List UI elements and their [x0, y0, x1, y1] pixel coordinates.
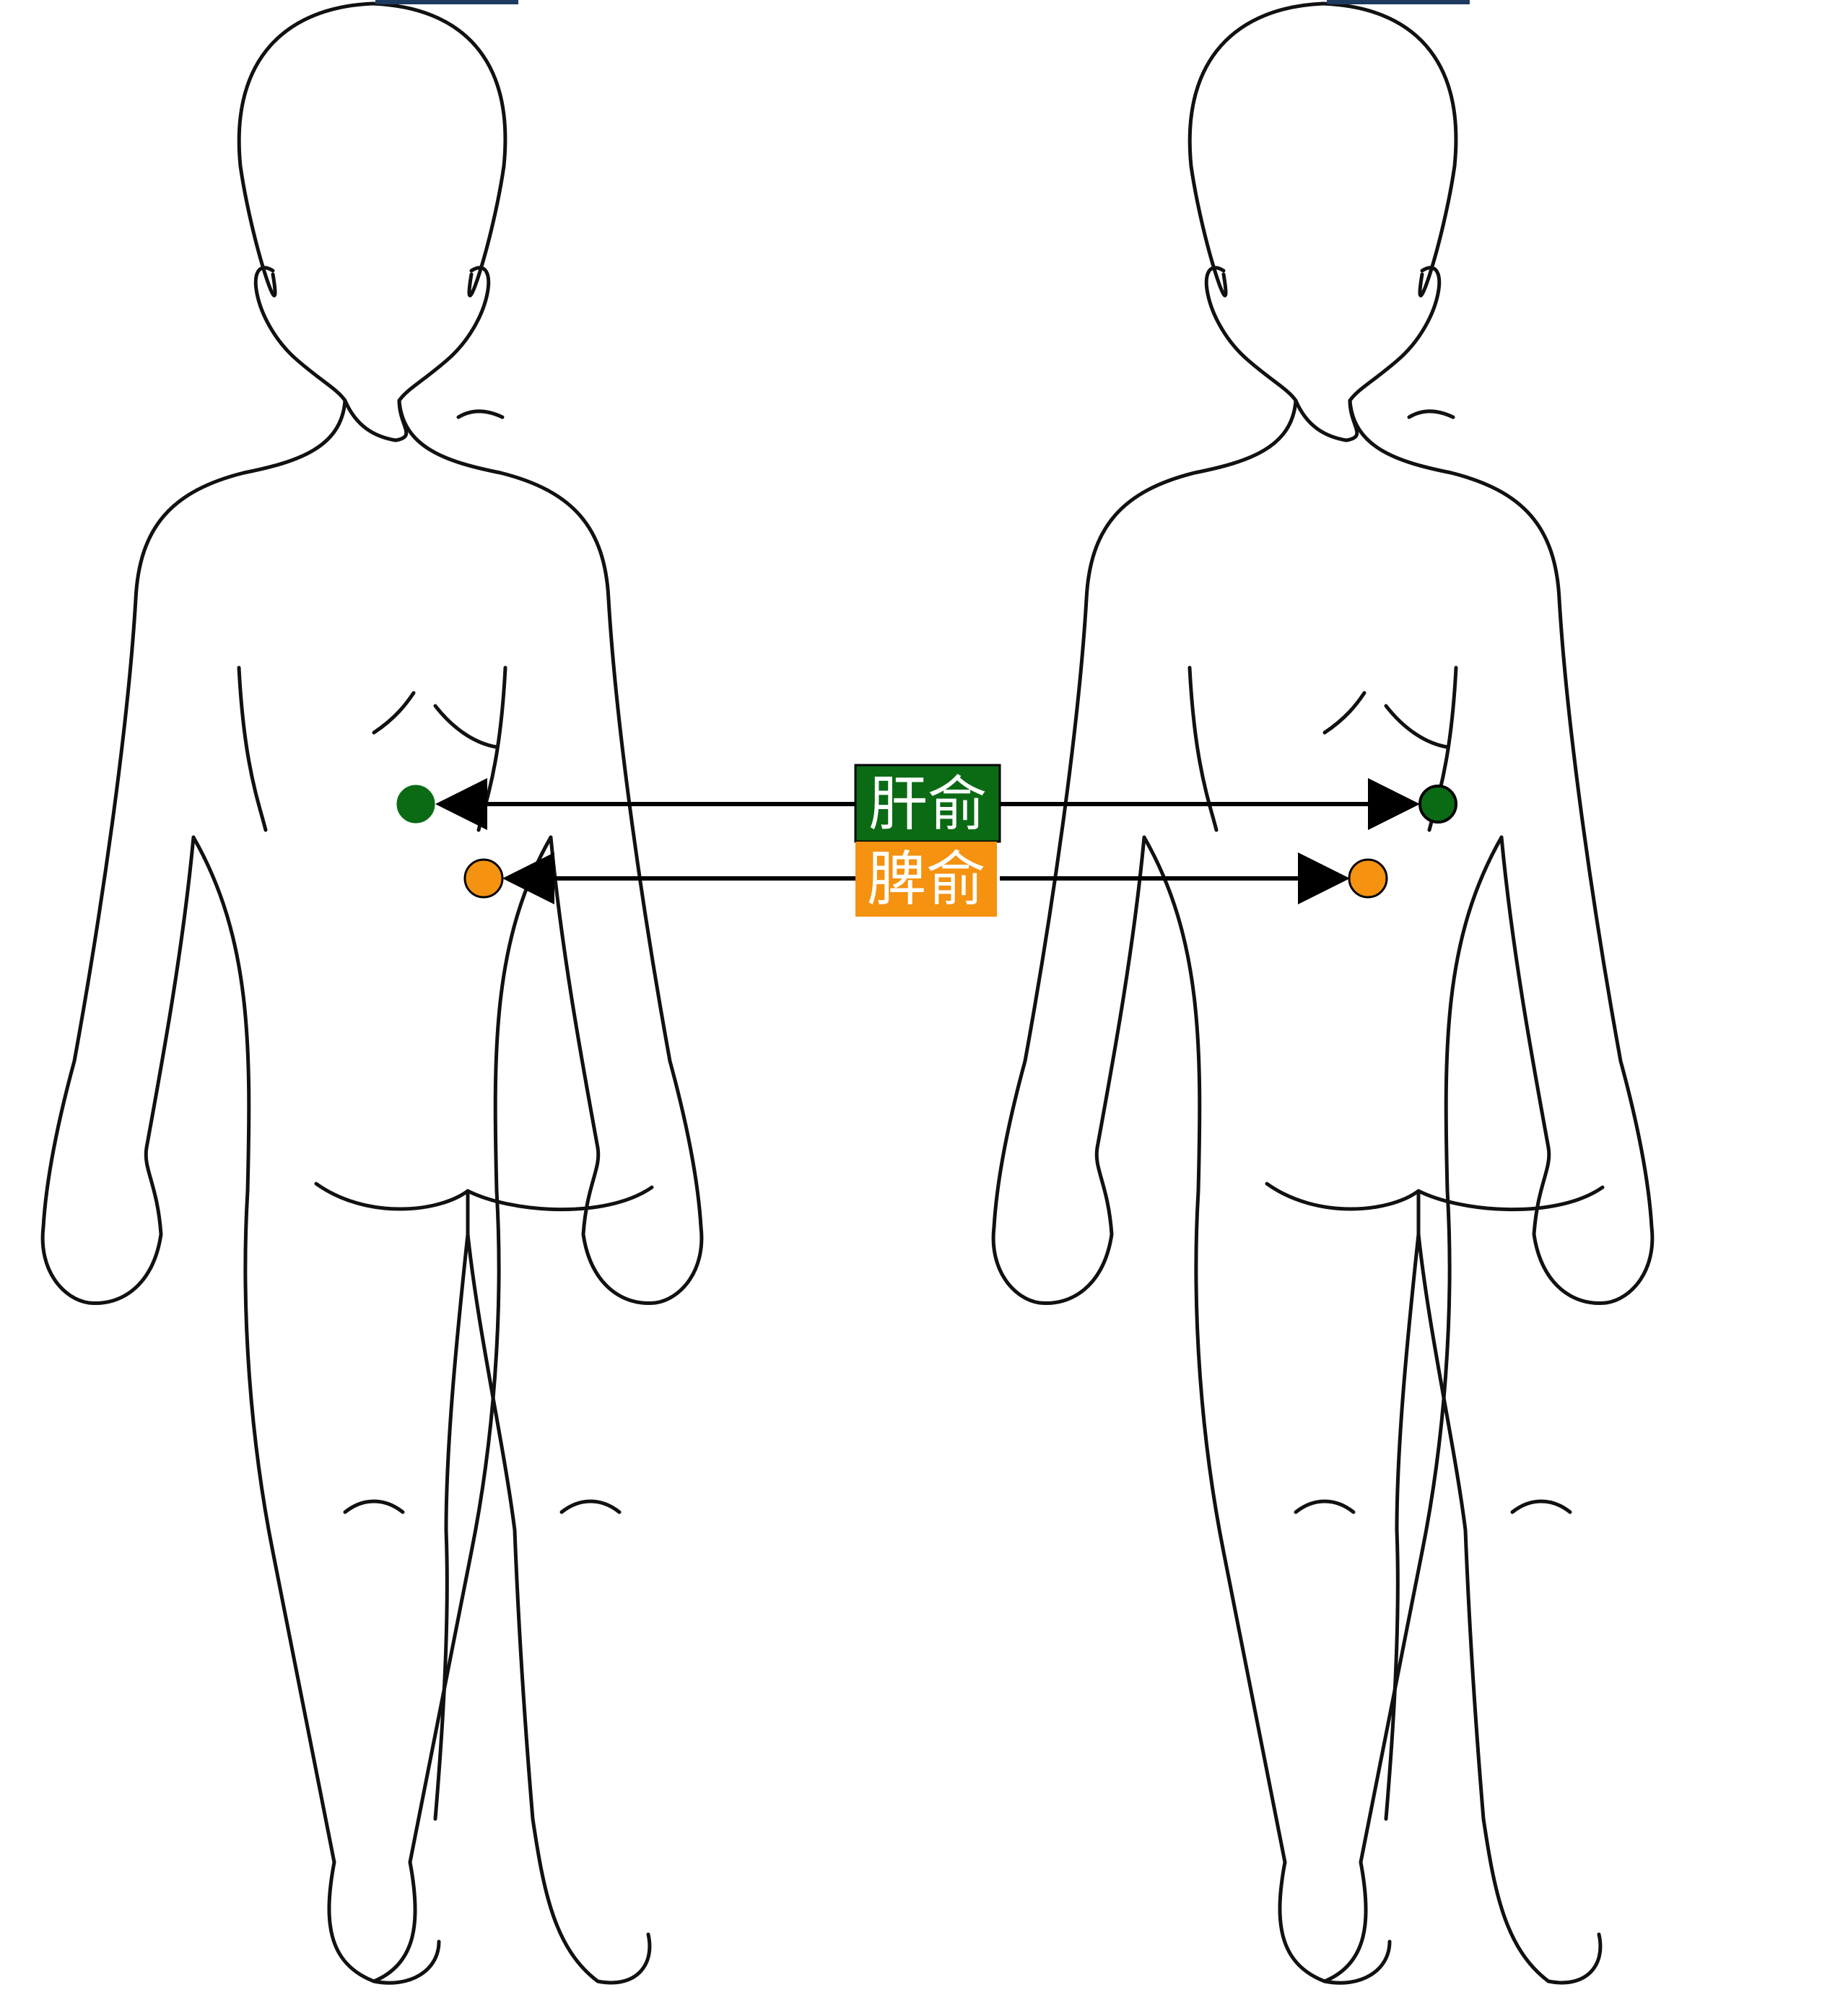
left-body-figure — [43, 4, 702, 1983]
ganshu-point-right — [1420, 786, 1456, 822]
ganshu-point-group: 肝俞 — [398, 765, 1456, 842]
ganshu-point-left — [398, 786, 434, 822]
pishu-point-right — [1349, 860, 1387, 897]
ganshu-label: 肝俞 — [868, 770, 987, 839]
pishu-point-left — [465, 860, 502, 897]
pishu-label: 脾俞 — [867, 845, 985, 914]
right-body-figure — [993, 4, 1652, 1983]
pishu-point-group: 脾俞 — [465, 842, 1387, 917]
